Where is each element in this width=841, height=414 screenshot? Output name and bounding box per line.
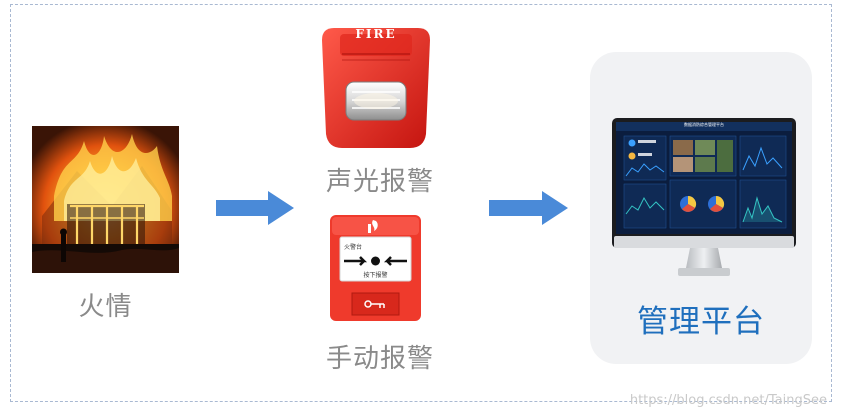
sound-light-alarm-label: 声光报警	[325, 167, 434, 197]
fire-device-text: FIRE	[355, 27, 397, 41]
manual-alarm-label: 手动报警	[325, 344, 434, 374]
monitor-screen-title: 数据消防综合管理平台	[684, 122, 724, 127]
manual-button-title: 火警台	[344, 244, 363, 251]
monitor-icon	[612, 118, 796, 276]
arrow-fire-to-alarms	[216, 191, 294, 225]
arrow-alarms-to-platform	[489, 191, 568, 225]
fire-label: 火情	[78, 292, 133, 322]
sound-light-alarm-device	[322, 28, 430, 148]
watermark: https://blog.csdn.net/TaingSee	[629, 393, 827, 408]
manual-alarm-device	[330, 215, 421, 321]
diagram-frame	[10, 4, 832, 402]
platform-label: 管理平台	[637, 304, 765, 340]
fire-house-image	[32, 126, 179, 273]
manual-button-text: 按下报警	[363, 272, 388, 279]
